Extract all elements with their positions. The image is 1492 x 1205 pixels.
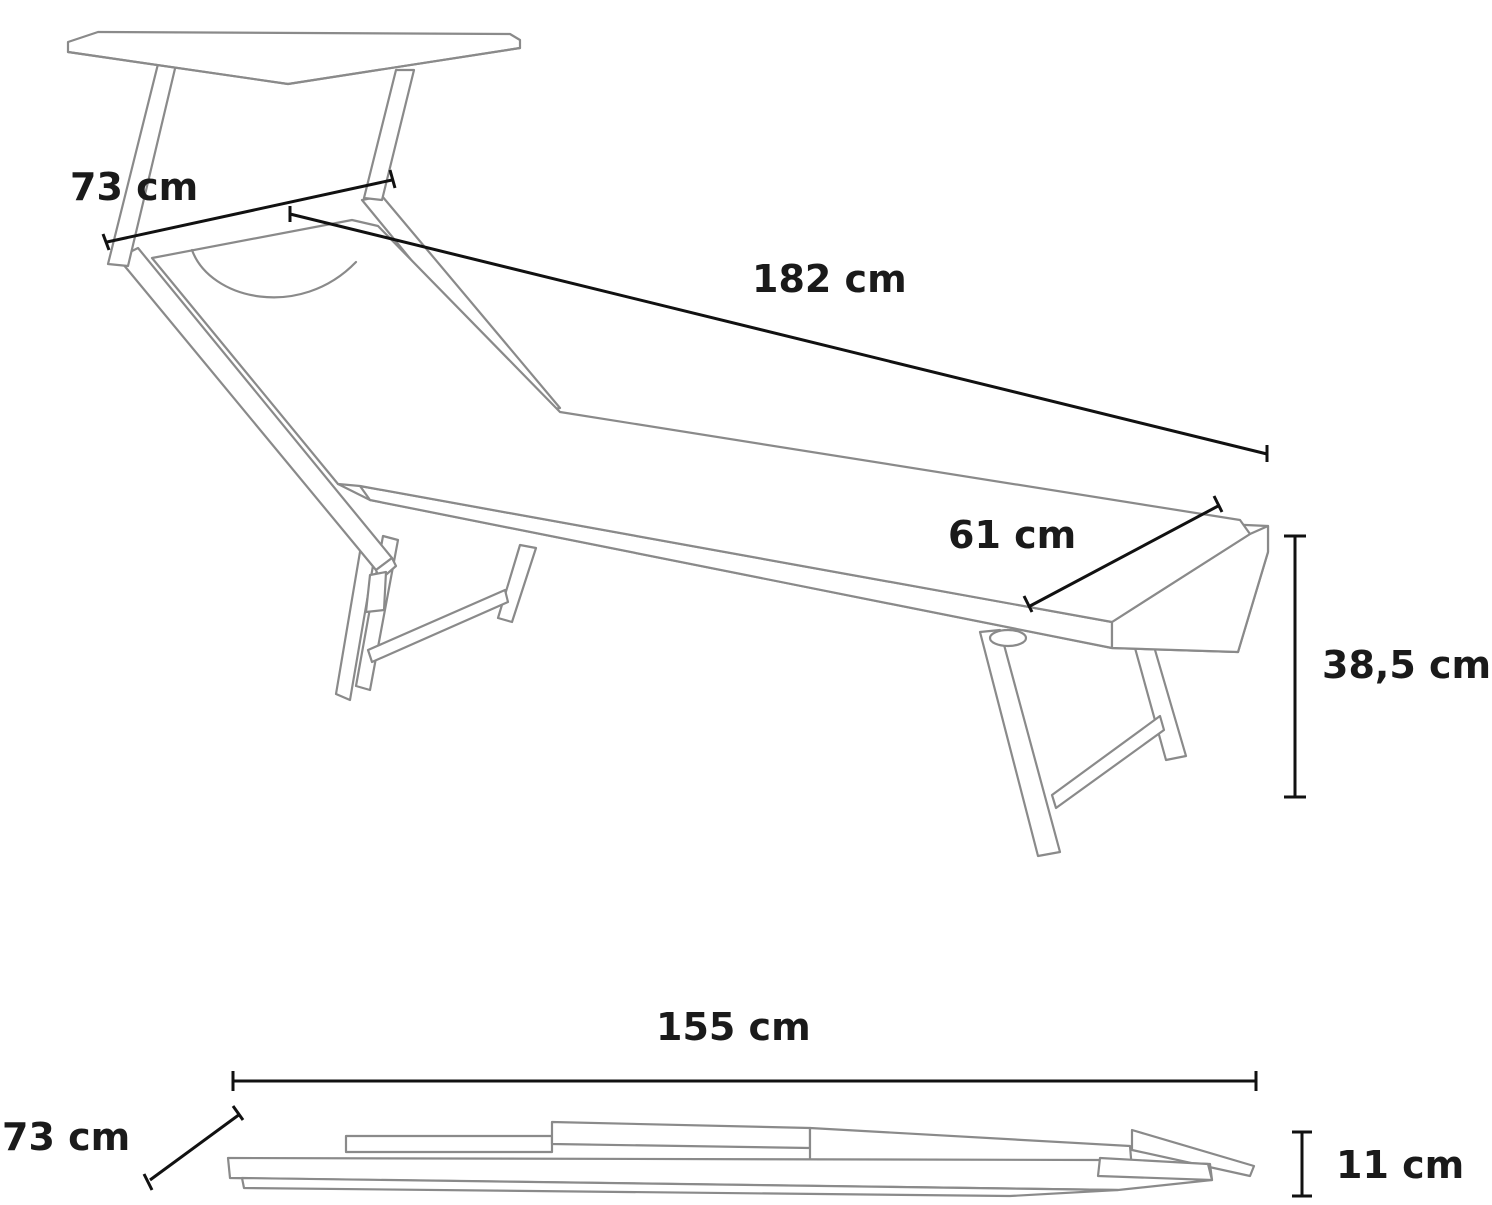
fabric-sling [150, 218, 1252, 624]
dimension-lines [101, 169, 1312, 1198]
bed-length-label: 182 cm [752, 257, 907, 301]
dimension-labels: 73 cm 182 cm 61 cm 38,5 cm 155 cm 73 cm … [2, 165, 1491, 1187]
folded-sunlounger-drawing [226, 1120, 1256, 1198]
back-legs [334, 534, 538, 702]
bed-length-dimension [288, 206, 1269, 462]
canopy-top [66, 30, 522, 86]
open-sunlounger-drawing [66, 30, 1270, 858]
folded-height-dimension [1292, 1130, 1312, 1198]
backrest-frame [116, 194, 562, 614]
canopy-width-label: 73 cm [70, 165, 198, 209]
folded-length-dimension [231, 1071, 1258, 1091]
height-dimension [1284, 534, 1306, 799]
canopy-width-dimension [101, 169, 397, 251]
folded-length-label: 155 cm [656, 1005, 811, 1049]
bed-width-dimension [1022, 495, 1224, 613]
front-legs [978, 624, 1188, 858]
canopy-posts [106, 54, 416, 268]
folded-height-label: 11 cm [1336, 1143, 1464, 1187]
folded-width-label: 73 cm [2, 1115, 130, 1159]
height-label: 38,5 cm [1322, 643, 1491, 687]
bed-width-label: 61 cm [948, 513, 1076, 557]
folded-width-dimension [142, 1105, 245, 1191]
